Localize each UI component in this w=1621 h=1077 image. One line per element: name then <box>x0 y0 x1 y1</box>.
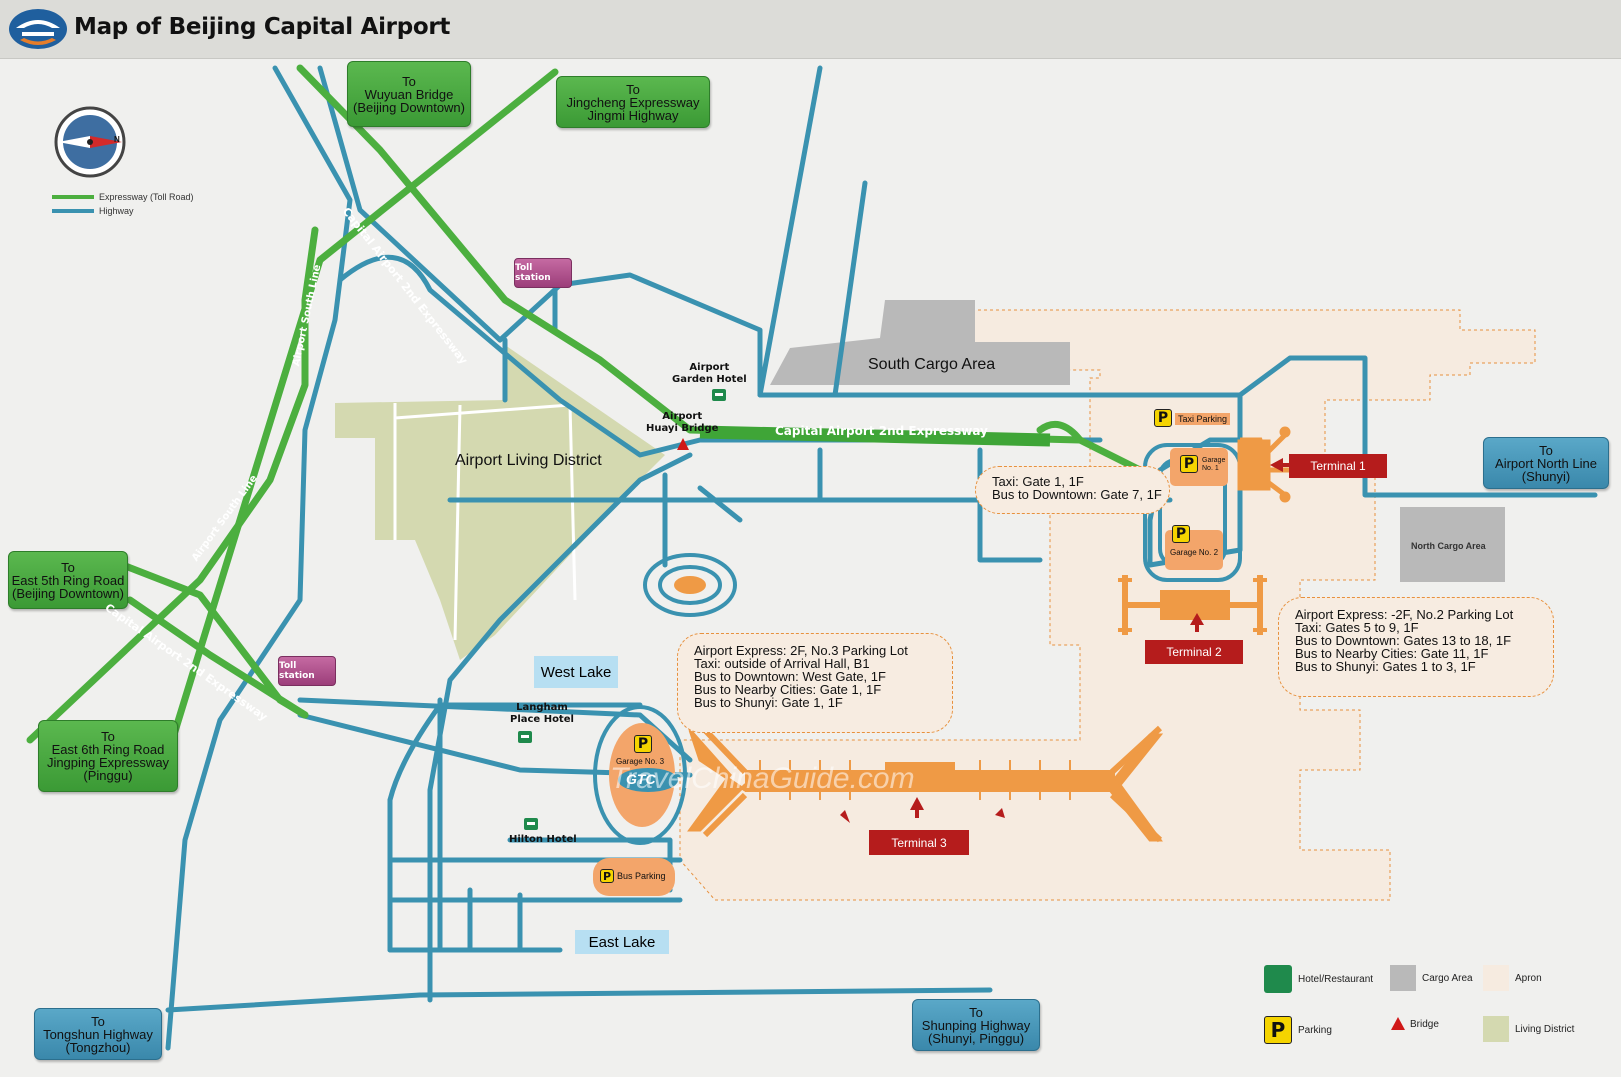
page-title: Map of Beijing Capital Airport <box>74 14 451 40</box>
road-label-cap2-horizontal: Capital Airport 2nd Expressway <box>775 424 988 438</box>
compass-north-label: N <box>114 135 120 144</box>
legend-hotel: Hotel/Restaurant <box>1264 965 1373 993</box>
garage-3-parking-icon: P <box>634 735 652 753</box>
terminal-3-label: Terminal 3 <box>869 830 969 855</box>
langham-hotel-icon <box>518 731 532 743</box>
airport-logo-icon <box>9 9 67 49</box>
garage-3-label: Garage No. 3 <box>616 757 665 766</box>
legend-hotel-icon <box>1264 965 1292 993</box>
airport-map <box>14 64 1598 1051</box>
garage-1-parking-icon: P <box>1180 455 1198 473</box>
header-bar: Map of Beijing Capital Airport <box>0 0 1621 59</box>
legend-apron-swatch <box>1483 965 1509 991</box>
terminal-2-building <box>1118 575 1267 635</box>
south-cargo-label: South Cargo Area <box>868 356 996 373</box>
legend-bridge: Bridge <box>1390 1016 1439 1032</box>
compass-icon <box>54 106 126 178</box>
north-cargo-area <box>1400 507 1505 582</box>
highway-network <box>165 65 1598 1051</box>
toll-station-upper: Toll station <box>514 258 572 288</box>
bus-parking-icon: P <box>600 869 614 883</box>
taxi-parking-label: Taxi Parking <box>1175 413 1231 425</box>
west-lake: West Lake <box>534 656 618 688</box>
legend-apron: Apron <box>1483 965 1542 991</box>
north-cargo-label: North Cargo Area <box>1411 541 1486 551</box>
garage-2-parking-icon: P <box>1172 525 1190 543</box>
hilton-hotel-label: Hilton Hotel <box>509 834 577 845</box>
gtc-label: GTC <box>626 771 656 787</box>
garden-hotel-icon <box>712 389 726 401</box>
legend-highway-label: Highway <box>99 206 134 216</box>
east-lake: East Lake <box>575 930 669 954</box>
garage-2-label: Garage No. 2 <box>1170 548 1219 557</box>
watermark: TravelChinaGuide.com <box>610 762 915 795</box>
living-roundabout-center <box>674 576 706 594</box>
legend-living: Living District <box>1483 1016 1574 1042</box>
toll-station-lower: Toll station <box>278 656 336 686</box>
legend-cargo-swatch <box>1390 965 1416 991</box>
taxi-parking-icon: P <box>1154 409 1172 427</box>
bus-parking-area <box>593 858 675 896</box>
legend-expressway-label: Expressway (Toll Road) <box>99 192 194 202</box>
terminal-1-label: Terminal 1 <box>1289 454 1387 478</box>
huayi-bridge-marker-icon <box>677 438 689 450</box>
hilton-hotel-icon <box>524 818 538 830</box>
living-district-label: Airport Living District <box>455 452 602 469</box>
gtc-area <box>618 768 678 792</box>
terminal-1-building <box>1237 426 1291 503</box>
south-cargo-area <box>770 300 1070 385</box>
terminal-2-label: Terminal 2 <box>1145 640 1243 664</box>
terminal-3-building <box>687 725 1164 843</box>
legend-cargo: Cargo Area <box>1390 965 1473 991</box>
legend-bridge-icon <box>1391 1017 1405 1030</box>
legend-living-swatch <box>1483 1016 1509 1042</box>
legend-parking-icon: P <box>1264 1016 1292 1044</box>
bus-parking-label: Bus Parking <box>617 871 666 881</box>
expressway-label-band <box>699 425 1051 447</box>
